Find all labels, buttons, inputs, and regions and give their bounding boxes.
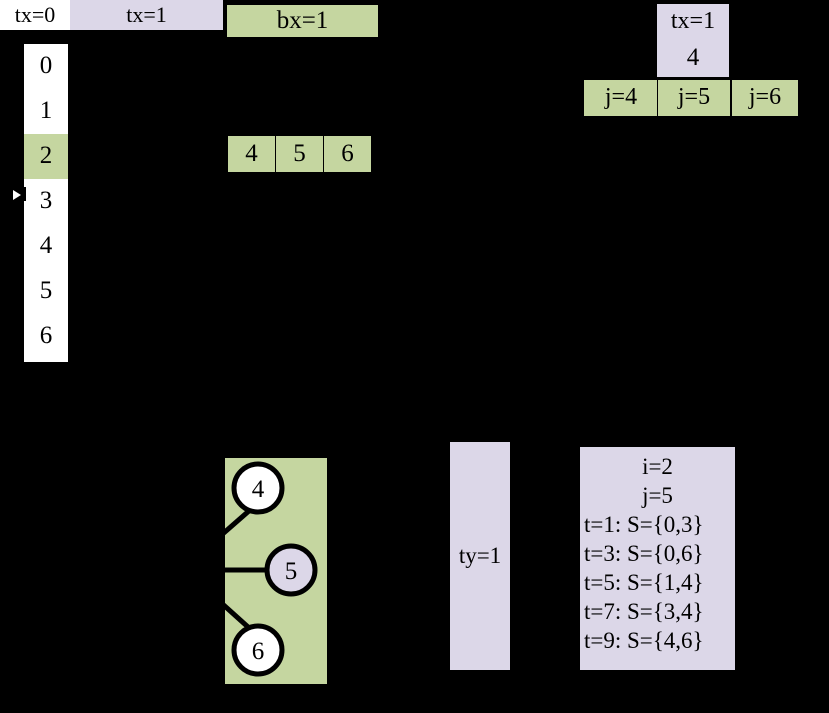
graph-nodes-diagram: 4 5 6 [214, 461, 318, 677]
thread-x-segment-0: tx=0 [0, 0, 70, 30]
index-cell-3[interactable]: 3 [24, 179, 68, 224]
index-cell-6[interactable]: 6 [24, 314, 68, 359]
graph-node-4-label: 4 [252, 476, 265, 503]
graph-node-5[interactable] [264, 543, 318, 597]
thread-y-box: ty=1 [450, 442, 510, 670]
info-line-i: i=2 [642, 454, 673, 479]
info-line-j: j=5 [642, 483, 673, 508]
j-cell-0[interactable]: j=4 [583, 79, 659, 117]
state-info-panel: i=2 j=5 t=1: S={0,3} t=3: S={0,6} t=5: S… [580, 447, 735, 670]
graph-node-6-label: 6 [252, 638, 265, 665]
index-column: 0 1 2 3 4 5 6 [24, 44, 68, 362]
j-cell-1[interactable]: j=5 [657, 79, 731, 117]
graph-node-4[interactable] [231, 461, 285, 515]
value-cell-1[interactable]: 5 [275, 135, 324, 173]
row-pointer-icon [10, 187, 26, 201]
info-line-t9: t=9: S={4,6} [584, 628, 704, 653]
index-cell-5[interactable]: 5 [24, 269, 68, 314]
thread-x-bar: tx=0 tx=1 [0, 0, 223, 30]
thread-x-segment-1: tx=1 [70, 0, 223, 30]
value-cell-0[interactable]: 4 [227, 135, 276, 173]
graph-node-6[interactable] [231, 623, 285, 677]
block-x-bar: bx=1 [227, 5, 378, 37]
info-line-t1: t=1: S={0,3} [584, 512, 704, 537]
graph-node-5-label: 5 [285, 558, 298, 585]
info-line-t7: t=7: S={3,4} [584, 599, 704, 624]
index-cell-4[interactable]: 4 [24, 224, 68, 269]
index-cell-2[interactable]: 2 [24, 134, 68, 179]
index-cell-0[interactable]: 0 [24, 44, 68, 89]
info-line-t3: t=3: S={0,6} [584, 541, 704, 566]
index-cell-1[interactable]: 1 [24, 89, 68, 134]
info-line-t5: t=5: S={1,4} [584, 570, 704, 595]
j-cell-2[interactable]: j=6 [731, 79, 799, 117]
thread-value-cell: 4 [657, 39, 729, 77]
thread-x-label: tx=1 [657, 4, 729, 39]
value-cell-2[interactable]: 6 [323, 135, 372, 173]
